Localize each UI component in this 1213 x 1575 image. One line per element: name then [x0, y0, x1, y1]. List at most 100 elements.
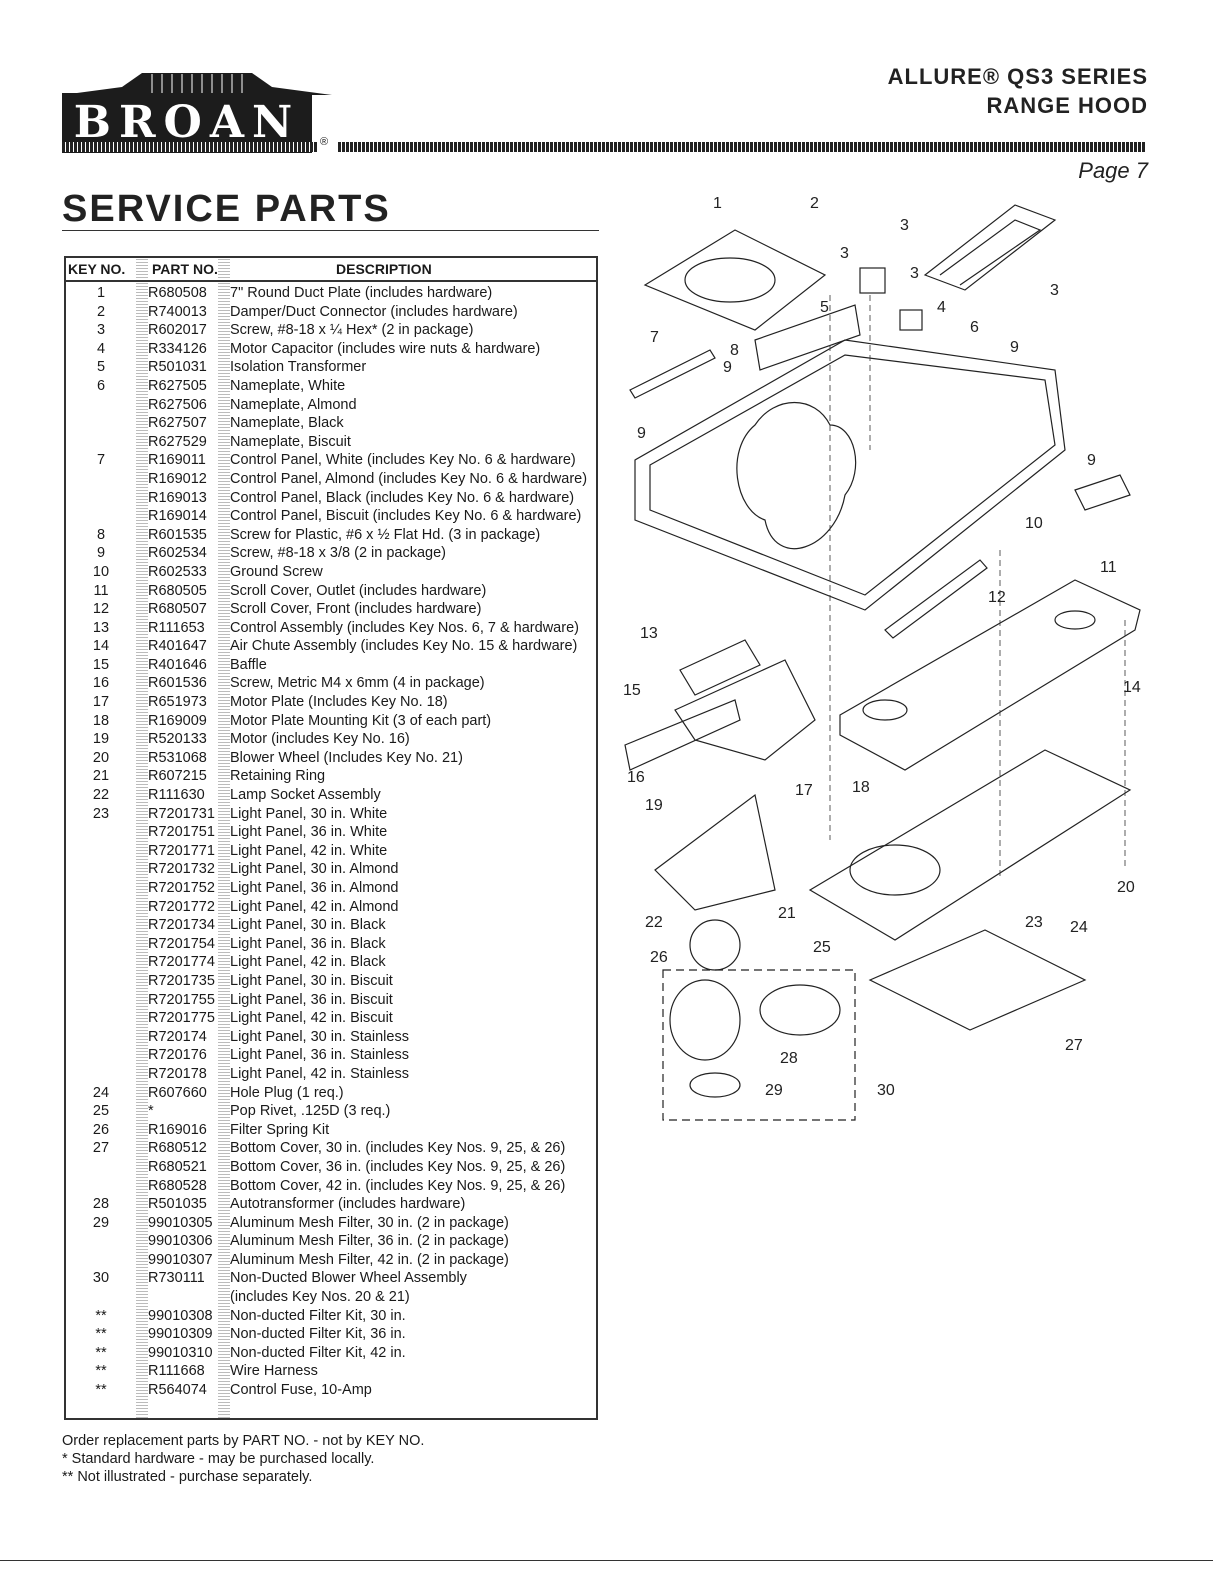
- part-no-cell: R401646: [148, 656, 207, 673]
- title-rule: [62, 230, 599, 231]
- description-cell: Lamp Socket Assembly: [230, 787, 381, 804]
- diagram-label: 12: [988, 589, 1006, 606]
- description-cell: Nameplate, Black: [230, 415, 344, 432]
- diagram-label: 26: [650, 949, 668, 966]
- part-no-cell: R602533: [148, 563, 207, 580]
- part-no-cell: R169014: [148, 508, 207, 525]
- registered-mark: ®: [320, 136, 329, 148]
- key-no-cell: 17: [92, 694, 110, 711]
- duct-collar: [684, 257, 776, 303]
- description-cell: Nameplate, White: [230, 377, 346, 394]
- diagram-label: 9: [1087, 452, 1096, 469]
- part-no-cell: R7201731: [148, 805, 215, 822]
- description-cell: Ground Screw: [230, 563, 323, 580]
- diagram-label: 16: [627, 769, 645, 786]
- part-no-cell: R680507: [148, 601, 207, 618]
- part-no-cell: R627505: [148, 377, 207, 394]
- description-cell: Bottom Cover, 42 in. (includes Key Nos. …: [230, 1177, 566, 1194]
- diagram-label: 8: [730, 342, 739, 359]
- description-cell: Pop Rivet, .125D (3 req.): [230, 1103, 391, 1120]
- part-no-cell: R7201732: [148, 861, 215, 878]
- key-no-cell: **: [95, 1326, 107, 1343]
- diagram-label: 28: [780, 1050, 798, 1067]
- bottom-cover: [808, 749, 1132, 941]
- key-no-cell: 4: [96, 340, 106, 357]
- part-no-cell: *: [148, 1103, 154, 1120]
- air-chute: [624, 699, 741, 771]
- table-row: R169014 Control Panel, Biscuit (includes …: [66, 507, 596, 526]
- description-cell: Light Panel, 36 in. Biscuit: [230, 991, 393, 1008]
- part-no-cell: R7201754: [148, 935, 215, 952]
- description-cell: Control Fuse, 10-Amp: [230, 1382, 372, 1399]
- part-no-cell: R520133: [148, 731, 207, 748]
- part-no-cell: R680508: [148, 285, 207, 301]
- column-separator: [136, 258, 148, 1418]
- key-no-cell: 1: [96, 285, 106, 301]
- key-no-cell: 20: [92, 749, 110, 766]
- description-cell: Control Panel, Biscuit (includes Key No.…: [230, 508, 582, 525]
- description-cell: Light Panel, 30 in. White: [230, 805, 388, 822]
- description-cell: Screw for Plastic, #6 x ½ Flat Hd. (3 in…: [230, 526, 541, 543]
- description-cell: Motor Plate Mounting Kit (3 of each part…: [230, 712, 492, 729]
- diagram-label: 23: [1025, 914, 1043, 931]
- part-no-cell: R531068: [148, 749, 207, 766]
- key-no-cell: **: [95, 1344, 107, 1361]
- diagram-label: 9: [637, 425, 646, 442]
- part-no-cell: R169016: [148, 1121, 207, 1138]
- key-no-cell: 21: [92, 768, 110, 785]
- key-no-cell: 10: [92, 563, 110, 580]
- key-no-cell: 27: [92, 1140, 110, 1157]
- description-cell: Light Panel, 30 in. Stainless: [230, 1028, 409, 1045]
- key-no-cell: 2: [96, 303, 106, 320]
- mesh-filter: [868, 929, 1087, 1031]
- part-no-cell: R111630: [148, 787, 205, 804]
- duct-plate: [643, 229, 827, 331]
- diagram-label: 3: [910, 265, 919, 282]
- part-no-cell: R7201771: [148, 842, 215, 859]
- diagram-label: 3: [900, 217, 909, 234]
- diagram-label: 29: [765, 1082, 783, 1099]
- part-no-cell: R401647: [148, 638, 207, 655]
- part-no-cell: R7201751: [148, 824, 215, 841]
- part-no-cell: R111653: [148, 619, 205, 636]
- description-cell: Light Panel, 36 in. Almond: [230, 880, 399, 896]
- light-panel: [839, 579, 1141, 771]
- diagram-label: 19: [645, 797, 663, 814]
- table-header: KEY NO. PART NO. DESCRIPTION: [66, 258, 596, 282]
- key-no-cell: 9: [96, 545, 106, 562]
- description-cell: Wire Harness: [230, 1363, 318, 1380]
- key-no-cell: 5: [96, 359, 106, 376]
- key-no-cell: **: [95, 1307, 107, 1324]
- filter-ring: [759, 984, 841, 1036]
- diagram-label: 24: [1070, 919, 1088, 936]
- air-chute-body: [674, 659, 816, 761]
- description-cell: Light Panel, 30 in. Biscuit: [230, 972, 393, 989]
- description-cell: Light Panel, 42 in. Black: [230, 954, 386, 971]
- blower-wheel: [669, 979, 741, 1061]
- description-cell: Non-ducted Filter Kit, 30 in.: [230, 1307, 406, 1324]
- part-no-cell: R651973: [148, 694, 207, 711]
- key-no-cell: 22: [92, 787, 110, 804]
- key-no-cell: 15: [92, 656, 110, 673]
